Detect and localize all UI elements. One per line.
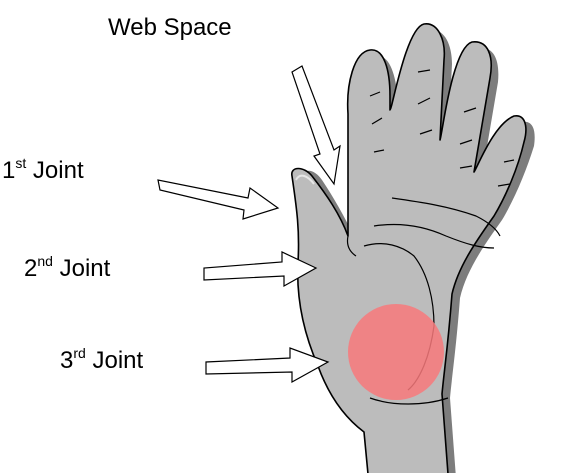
hand-icon xyxy=(292,24,535,473)
joint-3-number: 3 xyxy=(60,347,73,374)
joint-2-word: Joint xyxy=(60,255,111,282)
label-first-joint: 1st Joint xyxy=(2,156,84,183)
joint-1-word: Joint xyxy=(33,157,84,184)
arrow-joint-3 xyxy=(206,348,328,382)
joint-2-number: 2 xyxy=(24,255,37,282)
joint-1-number: 1 xyxy=(2,157,15,184)
label-web-space: Web Space xyxy=(108,16,232,40)
joint-1-suffix: st xyxy=(15,155,26,171)
label-third-joint: 3rd Joint xyxy=(60,346,143,373)
label-second-joint: 2nd Joint xyxy=(24,254,110,281)
arrow-joint-1 xyxy=(158,180,278,219)
arrow-web-space xyxy=(292,66,340,184)
joint-3-suffix: rd xyxy=(73,345,85,361)
joint-2-suffix: nd xyxy=(37,253,53,269)
joint-3-word: Joint xyxy=(92,347,143,374)
joint-highlight xyxy=(348,304,444,400)
